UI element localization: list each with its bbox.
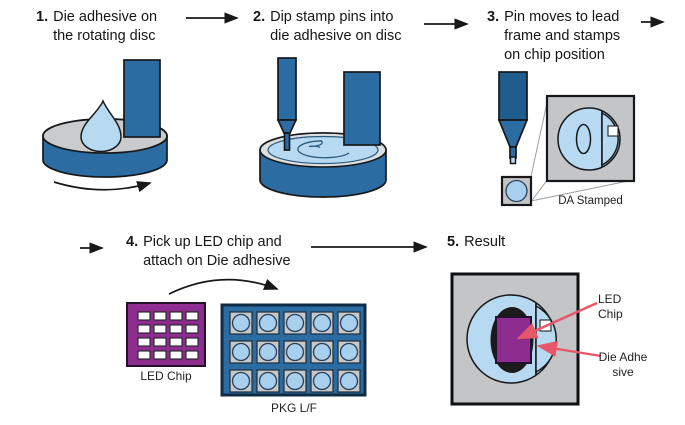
step2-stamp-pin-tip — [283, 132, 291, 151]
step3-da-stamp-ellipse — [575, 123, 592, 155]
step2-title-line: Dip stamp pins into — [270, 9, 394, 25]
step1-rotation-arrow — [53, 181, 152, 193]
step2-stamp-pin-taper — [276, 119, 298, 134]
step3-stamp-pin-adhesive-tip — [509, 156, 517, 165]
step3-stamped-dot — [505, 179, 528, 203]
step2-squeegee-bar — [343, 71, 381, 146]
step4-number: 4. — [126, 234, 139, 250]
step1-title-line: Die adhesive on — [53, 9, 158, 25]
result-led-chip-line: LED — [598, 292, 622, 306]
step3-zoom-line-bottom — [530, 179, 634, 202]
step2-adhesive-spiral — [297, 140, 350, 159]
led-chip-label: LED Chip — [140, 369, 192, 383]
step4-title: 4. Pick up LED chip and attach on Die ad… — [126, 233, 291, 271]
step5-arrow-die-adhesive — [536, 340, 602, 358]
result-die-adhesive-line: Die Adhe — [598, 350, 648, 364]
step4-chip-pad-grid — [137, 311, 199, 360]
result-die-adhesive-label: Die Adhe sive — [592, 350, 654, 380]
step1-adhesive-droplet — [80, 99, 122, 153]
step4-graphic — [126, 278, 367, 397]
step3-title-line: Pin moves to lead — [504, 9, 620, 25]
step3-title-line: frame and stamps — [504, 28, 621, 44]
step3-stamp-pin-taper — [497, 119, 529, 148]
step3-zoom-line-mid — [529, 178, 549, 204]
step4-title-line: Pick up LED chip and — [143, 234, 282, 250]
step4-transfer-arrow — [168, 278, 279, 295]
result-led-chip-line: Chip — [598, 307, 623, 321]
step3-title: 3. Pin moves to lead frame and stamps on… — [487, 8, 620, 65]
step3-title-line: on chip position — [504, 47, 605, 63]
step1-dispenser-bar — [123, 59, 161, 138]
step5-graphic — [450, 272, 602, 406]
step3-graphic — [497, 71, 636, 207]
step1-graphic — [42, 59, 168, 193]
step2-title-line: die adhesive on disc — [270, 28, 402, 44]
pkg-lf-label: PKG L/F — [270, 401, 317, 415]
result-led-chip-label: LED Chip — [598, 292, 642, 322]
step4-title-line: attach on Die adhesive — [143, 253, 291, 269]
step5-led-chip — [495, 316, 532, 364]
step2-number: 2. — [253, 9, 266, 25]
step2-graphic — [259, 57, 387, 198]
step2-title: 2. Dip stamp pins into die adhesive on d… — [253, 8, 402, 46]
step1-number: 1. — [36, 9, 49, 25]
step3-electrode-square — [607, 125, 619, 137]
step1-title: 1. Die adhesive on the rotating disc — [36, 8, 157, 46]
step3-stamp-pin-body — [498, 71, 528, 121]
step5-title-line: Result — [464, 234, 506, 250]
step3-zoom-line-top — [529, 97, 549, 182]
result-die-adhesive-line: sive — [612, 365, 634, 379]
step1-title-line: the rotating disc — [53, 28, 156, 44]
step3-number: 3. — [487, 9, 500, 25]
step2-stamp-pin-body — [277, 57, 297, 121]
step5-title: 5. Result — [447, 233, 505, 252]
step4-pkg-cell-grid — [229, 311, 361, 393]
step5-number: 5. — [447, 234, 460, 250]
da-stamped-label: DA Stamped — [558, 195, 623, 207]
step5-arrow-led-chip — [516, 301, 598, 340]
